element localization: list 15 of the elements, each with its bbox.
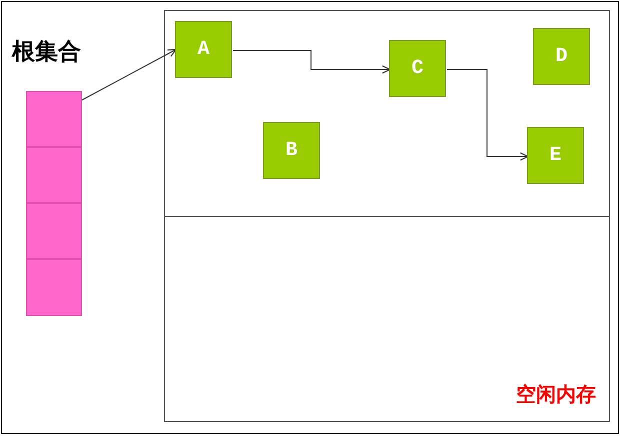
object-box: C <box>389 40 446 97</box>
root-set-heading: 根集合 <box>12 38 81 67</box>
object-box: D <box>533 28 590 85</box>
arrow <box>232 50 391 74</box>
arrow <box>446 69 529 161</box>
object-box: B <box>263 122 320 179</box>
root-set-slot <box>26 147 82 203</box>
root-set-slot <box>26 259 82 316</box>
object-box: E <box>527 127 584 184</box>
arrow <box>82 48 177 100</box>
object-box: A <box>175 21 232 78</box>
heap-area <box>164 10 610 422</box>
root-set-slot <box>26 203 82 259</box>
root-set-slot <box>26 91 82 147</box>
free-memory-label: 空闲内存 <box>516 381 596 408</box>
